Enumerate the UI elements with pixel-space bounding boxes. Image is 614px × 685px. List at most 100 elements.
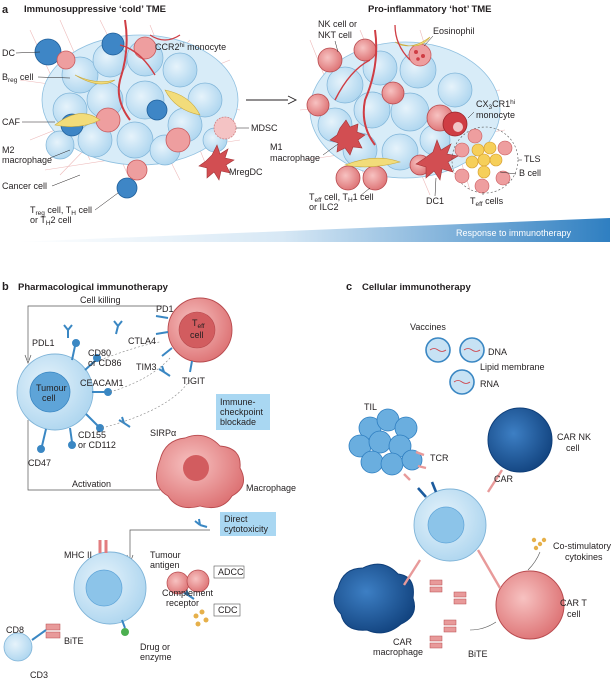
label-m2-2: macrophage: [2, 155, 52, 165]
panel-a: a Immunosuppressive ‘cold’ TME Pro-infla…: [2, 4, 610, 242]
label-ceacam1: CEACAM1: [80, 378, 124, 388]
label-direct-2: cytotoxicity: [224, 524, 269, 534]
label-tumour-2: cell: [42, 393, 56, 403]
label-cart-1: CAR T: [560, 598, 587, 608]
label-carmac-1: CAR: [393, 637, 413, 647]
car-nk-cell: [487, 407, 553, 473]
label-adcc: ADCC: [218, 567, 244, 577]
label-tcell-2: cell: [190, 330, 204, 340]
label-carnk-2: cell: [566, 443, 580, 453]
label-activation: Activation: [72, 479, 111, 489]
panel-b: b Pharmacological immunotherapy Cell kil…: [2, 281, 296, 680]
car-t-cell: [495, 570, 565, 640]
label-car: CAR: [494, 474, 514, 484]
label-carnk-1: CAR NK: [557, 432, 591, 442]
t-effector-cell: Teff cell: [167, 297, 233, 363]
label-m1-1: M1: [270, 142, 283, 152]
label-pd1: PD1: [156, 304, 174, 314]
label-checkpoint-1: Immune-: [220, 397, 256, 407]
label-tls: TLS: [524, 154, 541, 164]
label-checkpoint-3: blockade: [220, 417, 256, 427]
label-direct-1: Direct: [224, 514, 248, 524]
label-ccr2-monocyte: CCR2hi monocyte: [155, 42, 226, 52]
tumour-cell-c: [413, 488, 487, 562]
til-cluster: [348, 408, 423, 476]
label-complement-2: receptor: [166, 598, 199, 608]
label-cart-2: cell: [567, 609, 581, 619]
label-til: TIL: [364, 402, 377, 412]
drug-dot: [121, 628, 129, 636]
tcell-receptors: [155, 315, 193, 373]
adcc-cells: [166, 569, 210, 595]
panel-a-letter: a: [2, 4, 9, 16]
label-checkpoint-2: checkpoint: [220, 407, 264, 417]
label-tumour-antigen-2: antigen: [150, 560, 180, 570]
label-cx3cr1-2: monocyte: [476, 110, 515, 120]
antibodies-b: [63, 320, 208, 600]
tumour-ligands: [37, 339, 112, 453]
label-tumour-antigen-1: Tumour: [150, 550, 181, 560]
macrophage-b: Macrophage: [155, 434, 296, 509]
panel-c-letter: c: [346, 281, 352, 293]
label-tcell: Teff: [192, 318, 205, 330]
label-nk-2: NKT cell: [318, 30, 352, 40]
label-tcr: TCR: [430, 453, 449, 463]
label-mdsc: MDSC: [251, 123, 278, 133]
tcr-receptors: [403, 450, 427, 481]
label-mhc: MHC II: [64, 550, 92, 560]
panel-b-letter: b: [2, 281, 9, 293]
tumour-cell-b2: [73, 551, 147, 625]
label-vaccines: Vaccines: [410, 322, 446, 332]
label-dna: DNA: [488, 347, 507, 357]
label-bite-c: BiTE: [468, 649, 488, 659]
label-cd112: or CD112: [78, 440, 116, 450]
panel-c: c Cellular immunotherapy Vaccines DNA Li…: [333, 281, 612, 659]
label-drug-2: enzyme: [140, 652, 172, 662]
label-breg-cell: Breg cell: [2, 72, 33, 84]
complement-dots: [193, 609, 209, 627]
transition-arrow: [246, 95, 298, 105]
panel-c-title: Cellular immunotherapy: [362, 282, 471, 293]
bite-b: [3, 623, 61, 662]
cold-tumour-illustration: [19, 19, 241, 199]
label-dc1: DC1: [426, 196, 444, 206]
label-cancer-cell: Cancer cell: [2, 181, 47, 191]
label-ctla4: CTLA4: [128, 336, 156, 346]
response-bar: Response to immunotherapy: [14, 218, 610, 242]
cold-labels: DC CCR2hi monocyte Breg cell CAF MDSC M2…: [2, 42, 278, 227]
label-teff-cells: Teff cells: [470, 196, 504, 208]
label-complement-1: Complement: [162, 588, 214, 598]
label-cx3cr1-1: CX3CR1hi: [476, 99, 515, 111]
label-teff-2: or ILC2: [309, 202, 339, 212]
label-bite-b: BiTE: [64, 636, 84, 646]
label-cd47: CD47: [28, 458, 51, 468]
label-costim-2: cytokines: [565, 552, 603, 562]
panel-b-title: Pharmacological immunotherapy: [18, 282, 169, 293]
label-mregdc: MregDC: [229, 167, 263, 177]
direct-cytotoxicity-box: Direct cytotoxicity: [220, 512, 276, 536]
label-m2-1: M2: [2, 145, 15, 155]
tumour-cell-b: Tumour cell: [16, 353, 94, 431]
tumour-c-antigens: [417, 481, 438, 498]
label-b-cell: B cell: [519, 168, 541, 178]
cold-tme-title: Immunosuppressive ‘cold’ TME: [24, 4, 166, 15]
response-bar-label: Response to immunotherapy: [456, 228, 572, 238]
label-treg-2: or TH2 cell: [30, 215, 72, 227]
label-tigit: TIGIT: [182, 376, 205, 386]
cytokine-dots: [531, 537, 547, 551]
mhc-receptor: [98, 540, 108, 553]
label-cdc: CDC: [218, 605, 238, 615]
label-teff-1: Teff cell, TH1 cell: [309, 192, 374, 204]
label-cell-killing: Cell killing: [80, 295, 121, 305]
label-caf: CAF: [2, 117, 21, 127]
label-eosinophil: Eosinophil: [433, 26, 475, 36]
label-macrophage: Macrophage: [246, 483, 296, 493]
label-cd3: CD3: [30, 670, 48, 680]
label-nk-1: NK cell or: [318, 19, 357, 29]
label-costim-1: Co-stimulatory: [553, 541, 612, 551]
label-pdl1: PDL1: [32, 338, 55, 348]
label-rna: RNA: [480, 379, 499, 389]
hot-labels: NK cell or NKT cell Eosinophil CX3CR1hi …: [270, 19, 541, 212]
label-treg-1: Treg cell, TH cell: [30, 205, 92, 217]
